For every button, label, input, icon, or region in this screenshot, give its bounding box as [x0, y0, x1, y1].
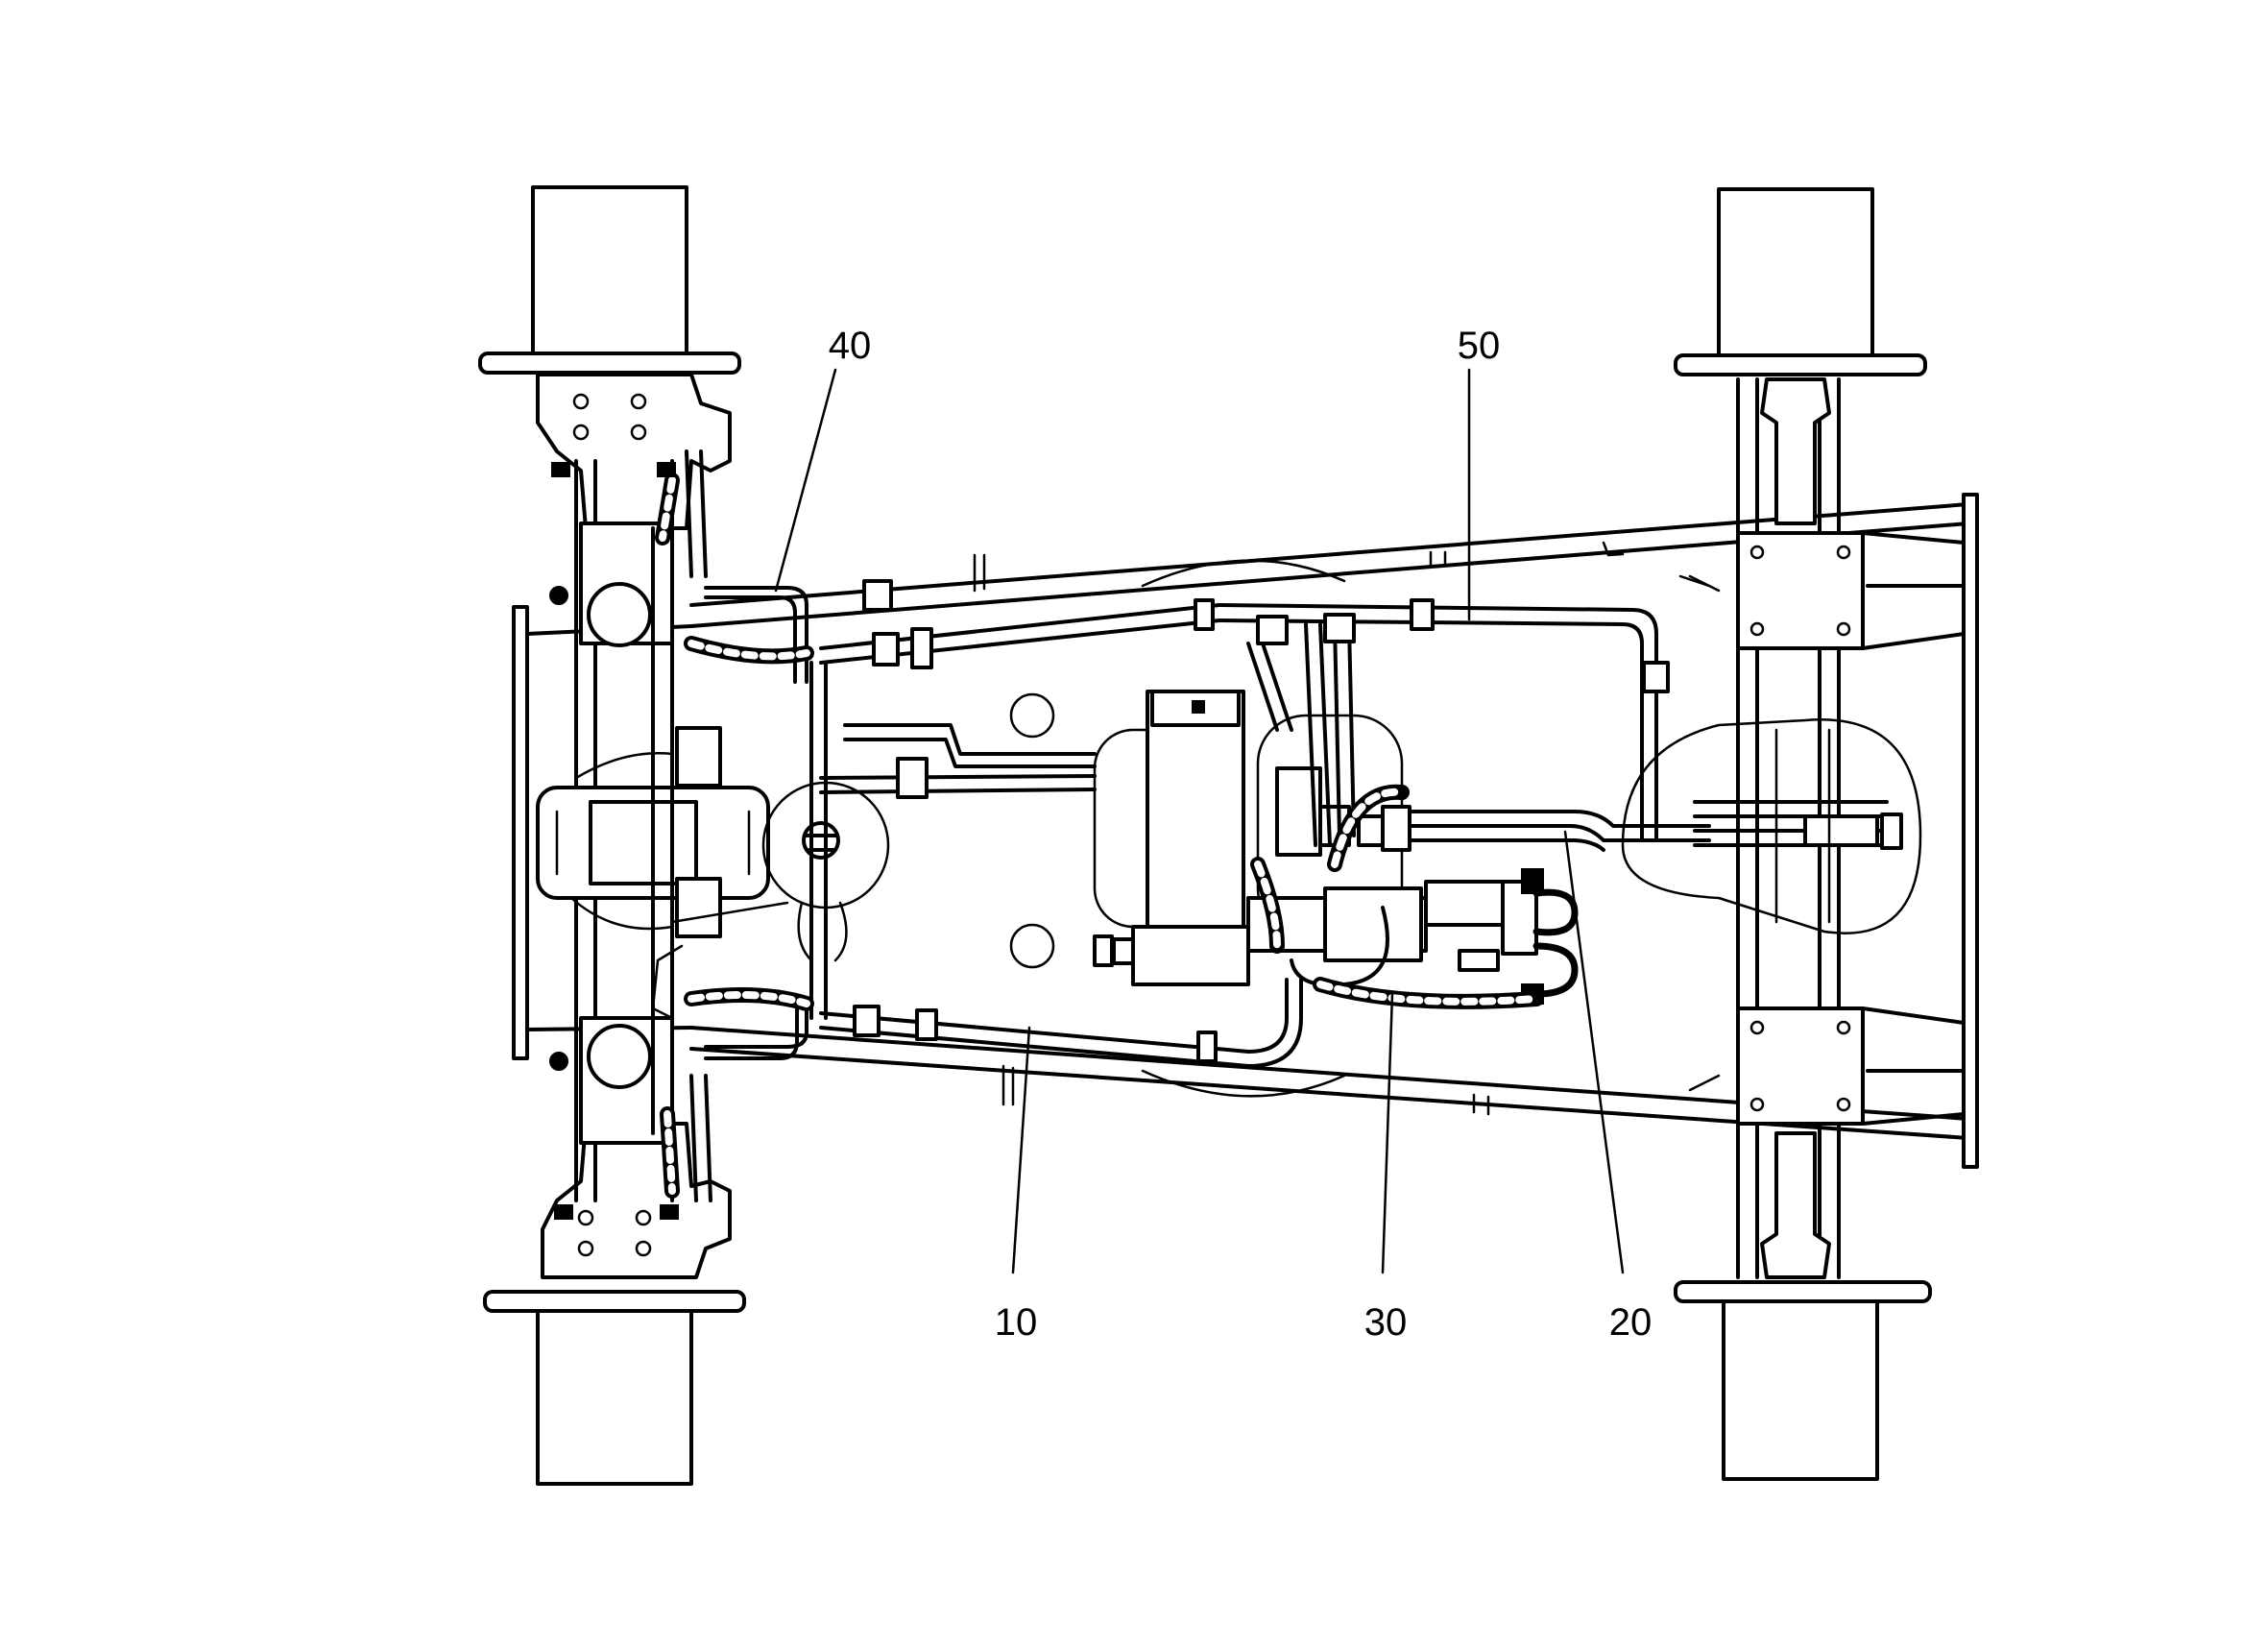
- label-10: 10: [995, 1301, 1038, 1344]
- rear-axle: [1621, 187, 1966, 1481]
- front-right-wheel: [536, 1304, 693, 1486]
- callouts: 40 50 10 30 20: [774, 325, 1653, 1344]
- leader-40: [774, 368, 837, 593]
- rear-left-wheel: [1717, 187, 1874, 359]
- rear-spring-bracket-bottom: [1736, 1006, 1865, 1126]
- valve-front: [802, 821, 840, 860]
- rear-spring-bracket-top: [1736, 531, 1865, 650]
- label-40: 40: [829, 325, 872, 367]
- front-axle: [478, 185, 789, 1486]
- leader-20: [1563, 830, 1625, 1274]
- front-left-wheel: [531, 185, 688, 357]
- leader-10: [1011, 1026, 1031, 1274]
- chassis-frame: [512, 493, 1979, 1169]
- hydraulic-lines: [684, 579, 1711, 1068]
- front-brake-chamber-bottom: [587, 1024, 652, 1089]
- label-30: 30: [1364, 1301, 1408, 1344]
- leader-30: [1381, 992, 1394, 1274]
- rear-right-wheel: [1722, 1299, 1879, 1481]
- label-50: 50: [1458, 325, 1501, 367]
- label-20: 20: [1609, 1301, 1653, 1344]
- front-brake-chamber-top: [587, 582, 652, 647]
- rear-differential: [1621, 718, 1922, 934]
